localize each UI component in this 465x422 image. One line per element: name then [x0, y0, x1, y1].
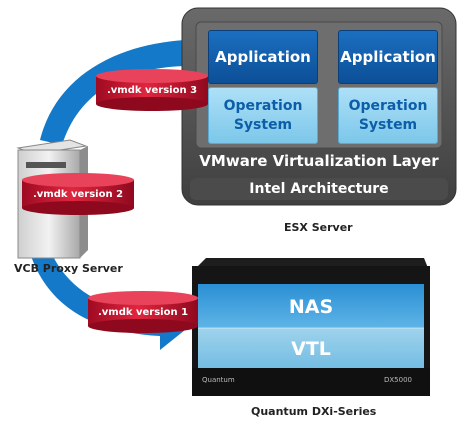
operating-system-box-2: Operation System: [338, 87, 438, 144]
dxi-vtl-panel: [198, 328, 424, 368]
application-label-1: Application: [215, 48, 311, 66]
vmdk-version-3-label: .vmdk version 3: [106, 85, 198, 96]
nas-label: NAS: [288, 296, 334, 318]
tower-drive-bay: [26, 162, 66, 168]
vmdk-cylinder-3: [96, 69, 208, 111]
dxi-top: [196, 258, 428, 268]
intel-architecture-label: Intel Architecture: [249, 181, 389, 197]
vmdk-cylinder-1: [88, 291, 198, 333]
os-label-2-line2: System: [358, 116, 418, 133]
quantum-brand-label: Quantum: [202, 376, 235, 384]
dxi-nas-panel: [198, 284, 424, 328]
esx-server-label: ESX Server: [284, 221, 353, 234]
vmdk-version-2-label: .vmdk version 2: [32, 189, 124, 200]
virtualization-layer-label: VMware Virtualization Layer: [199, 152, 439, 170]
vtl-label: VTL: [291, 338, 331, 360]
dxi-bottom-bezel: [192, 368, 430, 396]
dxi-model-label: DX5000: [384, 376, 412, 384]
application-box-1: Application: [208, 30, 318, 84]
application-box-2: Application: [338, 30, 438, 84]
os-label-1-line2: System: [233, 116, 293, 133]
application-label-2: Application: [340, 48, 436, 66]
operating-system-box-1: Operation System: [208, 87, 318, 144]
vmdk-version-1-label: .vmdk version 1: [97, 307, 189, 318]
quantum-dxi-series-label: Quantum DXi-Series: [251, 405, 377, 418]
vcb-proxy-server-label: VCB Proxy Server: [14, 262, 123, 275]
os-label-1-line1: Operation: [223, 97, 303, 114]
intel-architecture-band: [190, 178, 448, 200]
vmdk-cylinder-2: [22, 173, 134, 215]
flow-arrow-upper: [40, 40, 185, 145]
os-label-2-line1: Operation: [348, 97, 428, 114]
